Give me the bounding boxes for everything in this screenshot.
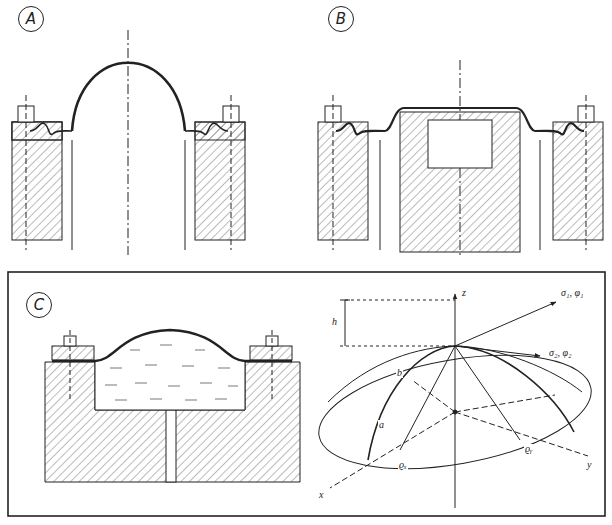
geometry-symbol: a [378,420,385,430]
panel-c-bulge-die [45,330,300,482]
panel-a [12,30,245,255]
geometry-symbol: h [331,317,338,327]
geometry-symbol: σ₂, φ₂ [548,348,572,358]
geometry-symbol: y [586,460,592,470]
geometry-symbol: ϱᵧ [524,444,533,454]
panel-letter-circle: A [18,6,44,32]
panel-c-frame [8,272,605,516]
geometry-symbol: σ₁, φ₁ [560,288,584,298]
geometry-symbol: ϱₓ [398,460,408,470]
geometry-symbol: z [461,288,467,298]
geometry-symbol: b [396,368,403,378]
panel-letter: B [336,12,346,27]
panel-letter: C [34,298,44,313]
panel-c-dome-geometry [310,294,600,508]
panel-letter-circle: C [26,292,52,318]
panel-b [318,60,603,255]
panel-letter: A [26,12,36,27]
panel-letter-circle: B [328,6,354,32]
geometry-symbol: x [318,490,324,500]
